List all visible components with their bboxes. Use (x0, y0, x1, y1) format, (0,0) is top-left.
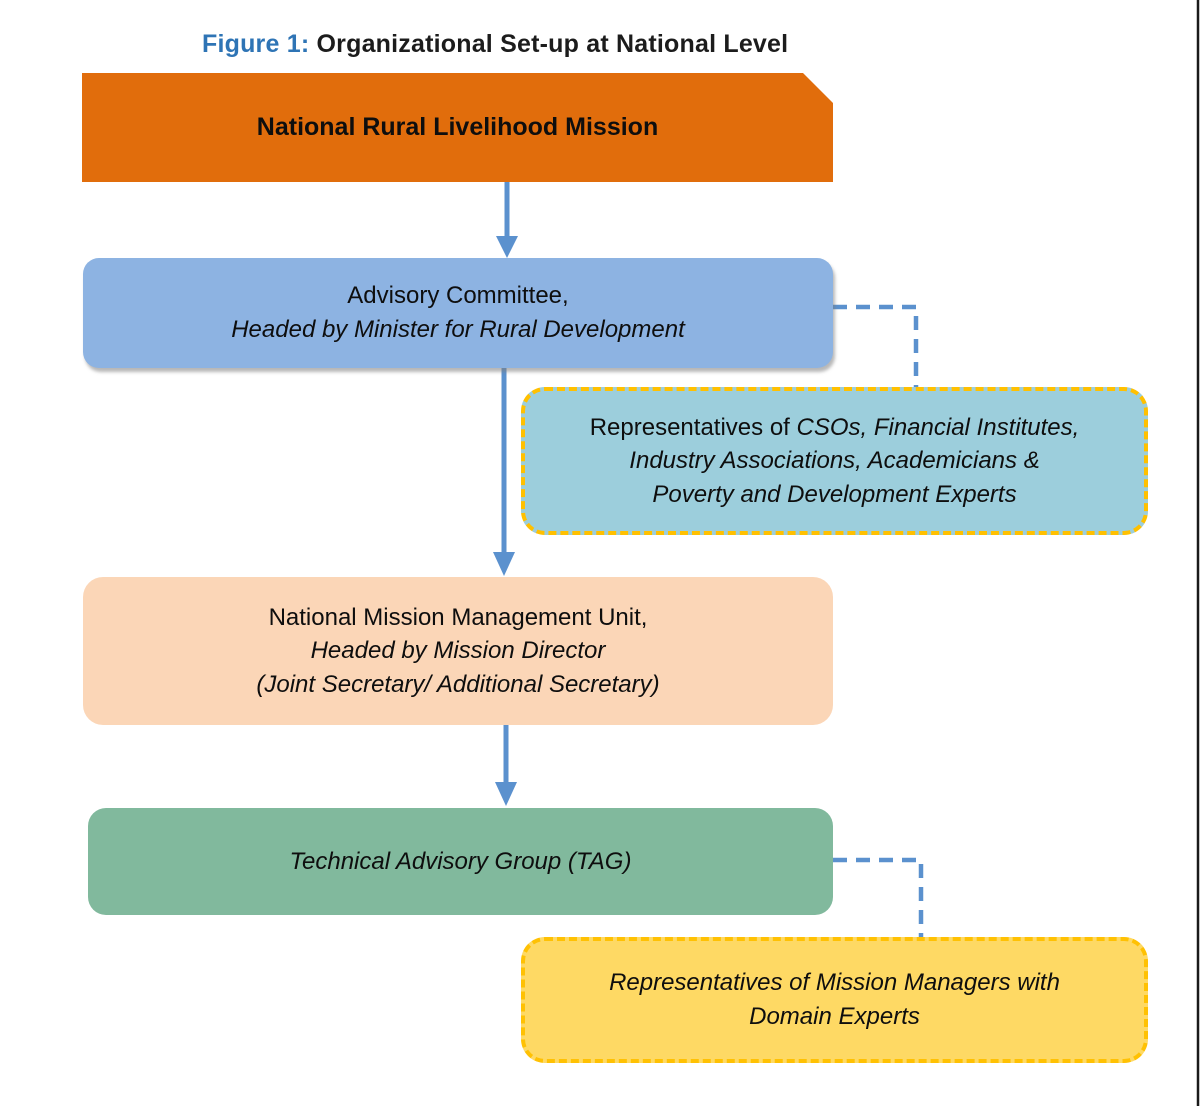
node-national-mission-management-unit: National Mission Management Unit, Headed… (83, 577, 833, 725)
node-technical-advisory-group: Technical Advisory Group (TAG) (88, 808, 833, 915)
node-label-line3: (Joint Secretary/ Additional Secretary) (256, 670, 660, 698)
node-advisory-members: Representatives of CSOs, Financial Insti… (521, 387, 1148, 535)
arrow-down-icon (493, 552, 515, 576)
node-label-line2: Headed by Mission Director (310, 637, 606, 665)
node-national-rural-livelihood-mission: National Rural Livelihood Mission (82, 73, 833, 182)
figure-title-number: Figure 1: (202, 30, 310, 58)
node-advisory-committee: Advisory Committee, Headed by Minister f… (83, 258, 833, 368)
dashed-connector-tag-to-members (833, 857, 924, 937)
node-label-line1: Advisory Committee, (347, 282, 569, 310)
node-label-line2: Industry Associations, Academicians & (629, 447, 1040, 475)
node-label-line2: Domain Experts (749, 1003, 920, 1030)
arrow-nmmu-to-tag (495, 725, 517, 806)
arrow-nrlm-to-advisory (496, 182, 518, 258)
node-label-line1: National Mission Management Unit, (268, 603, 648, 631)
node-label-line2: Headed by Minister for Rural Development (231, 316, 685, 343)
node-label-line1: Representatives of Mission Managers with (609, 969, 1060, 997)
node-label-line1: Representatives of CSOs, Financial Insti… (589, 413, 1080, 441)
dashed-connector-advisory-to-members (833, 304, 919, 387)
arrow-down-icon (495, 782, 517, 806)
figure-title-text: Organizational Set-up at National Level (309, 30, 789, 58)
figure-title: Figure 1: Organizational Set-up at Natio… (202, 30, 788, 59)
node-label-line3: Poverty and Development Experts (652, 480, 1017, 508)
arrow-down-icon (496, 236, 518, 258)
arrow-advisory-to-nmmu (493, 368, 515, 576)
node-tag-members: Representatives of Mission Managers with… (521, 937, 1148, 1063)
node-label: Technical Advisory Group (TAG) (289, 847, 632, 875)
node-label: National Rural Livelihood Mission (256, 113, 659, 141)
